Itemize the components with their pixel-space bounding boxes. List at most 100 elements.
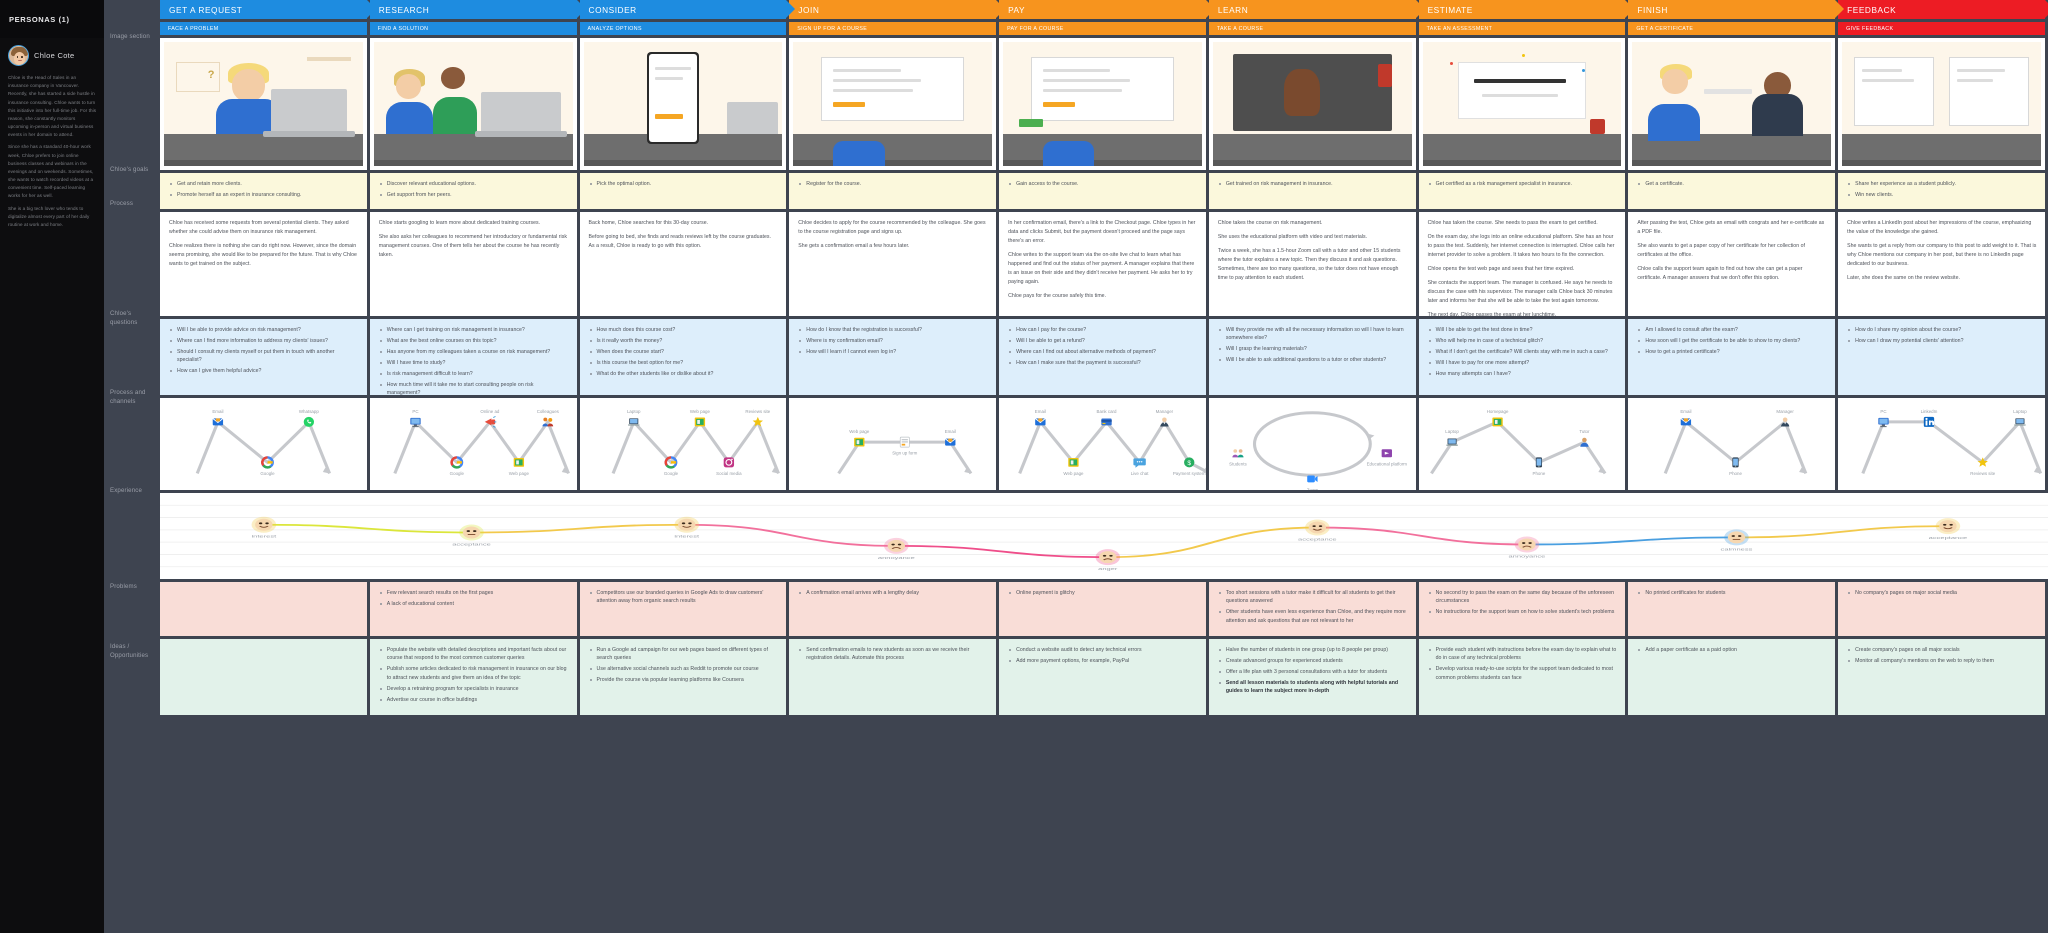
goal-cell[interactable]: Get certified as a risk management speci… — [1418, 173, 1626, 209]
process-cell[interactable]: Chloe takes the course on risk managemen… — [1208, 212, 1416, 316]
substage-chip-take-an-assessment[interactable]: TAKE AN ASSESSMENT — [1418, 22, 1626, 35]
illustration-cell[interactable] — [369, 38, 577, 170]
process-cell[interactable]: Chloe has taken the course. She needs to… — [1418, 212, 1626, 316]
substage-chip-face-a-problem[interactable]: FACE A PROBLEM — [160, 22, 367, 35]
goal-cell[interactable]: Get and retain more clients.Promote hers… — [160, 173, 367, 209]
stage-chip-learn[interactable]: LEARN — [1208, 0, 1425, 19]
question-cell[interactable]: How do I know that the registration is s… — [789, 319, 997, 395]
channel-label: PC — [412, 409, 418, 414]
idea-cell[interactable]: Conduct a website audit to detect any te… — [999, 639, 1206, 715]
stage-chip-consider[interactable]: CONSIDER — [579, 0, 796, 19]
problem-cell[interactable]: No second try to pass the exam on the sa… — [1418, 582, 1626, 636]
idea-cell[interactable]: Halve the number of students in one grou… — [1208, 639, 1416, 715]
stage-chip-get-a-request[interactable]: GET A REQUEST — [160, 0, 376, 19]
process-cell[interactable]: Chloe has received some requests from se… — [160, 212, 367, 316]
question-item: Will I be able to get a refund? — [1008, 337, 1198, 345]
idea-item: Create advanced groups for experienced s… — [1218, 657, 1408, 665]
goal-cell[interactable]: Get a certificate. — [1628, 173, 1836, 209]
process-paragraph: Chloe decides to apply for the course re… — [798, 220, 986, 235]
process-cell[interactable]: After passing the test, Chloe gets an em… — [1628, 212, 1836, 316]
process-cell[interactable]: Chloe starts googling to learn more abou… — [369, 212, 577, 316]
stage-chip-feedback[interactable]: FEEDBACK — [1838, 0, 2048, 19]
persona-card[interactable]: Chloe Cote Chloe is the Head of Sales in… — [0, 38, 104, 229]
substage-chip-take-a-course[interactable]: TAKE A COURSE — [1208, 22, 1416, 35]
illustration-social-icon — [1842, 42, 2041, 166]
substage-chip-pay-for-a-course[interactable]: PAY FOR A COURSE — [999, 22, 1206, 35]
phone-icon — [1732, 457, 1739, 468]
problem-cell[interactable]: Online payment is glitchy — [999, 582, 1206, 636]
idea-cell[interactable]: Create company's pages on all major soci… — [1838, 639, 2045, 715]
channel-label: Homepage — [1486, 409, 1508, 414]
idea-cell[interactable] — [160, 639, 367, 715]
problem-cell[interactable]: No printed certificates for students — [1628, 582, 1836, 636]
goal-cell[interactable]: Gain access to the course. — [999, 173, 1206, 209]
problem-cell[interactable]: Competitors use our branded queries in G… — [579, 582, 787, 636]
idea-cell[interactable]: Populate the website with detailed descr… — [369, 639, 577, 715]
substage-chip-analyze-options[interactable]: ANALYZE OPTIONS — [579, 22, 787, 35]
process-cell[interactable]: Back home, Chloe searches for this 30-da… — [579, 212, 787, 316]
illustration-cell[interactable] — [1418, 38, 1626, 170]
illustration-cell[interactable] — [579, 38, 787, 170]
goal-cell[interactable]: Discover relevant educational options.Ge… — [369, 173, 577, 209]
question-cell[interactable]: Am I allowed to consult after the exam?H… — [1628, 319, 1836, 395]
goal-cell[interactable]: Get trained on risk management in insura… — [1208, 173, 1416, 209]
process-cell[interactable]: Chloe decides to apply for the course re… — [789, 212, 997, 316]
question-item: Will I be able to ask additional questio… — [1218, 356, 1408, 364]
problem-cell[interactable]: No company's pages on major social media — [1838, 582, 2045, 636]
goal-cell[interactable]: Pick the optimal option. — [579, 173, 787, 209]
substage-chip-get-a-certificate[interactable]: GET A CERTIFICATE — [1628, 22, 1836, 35]
idea-list: Run a Google ad campaign for our web pag… — [589, 646, 779, 685]
problem-cell[interactable]: A confirmation email arrives with a leng… — [789, 582, 997, 636]
question-cell[interactable]: How do I share my opinion about the cour… — [1838, 319, 2045, 395]
stage-chip-pay[interactable]: PAY — [999, 0, 1215, 19]
process-cell[interactable]: Chloe writes a LinkedIn post about her i… — [1838, 212, 2045, 316]
illustration-cell[interactable] — [1628, 38, 1836, 170]
question-cell[interactable]: Will I be able to get the test done in t… — [1418, 319, 1626, 395]
idea-cell[interactable]: Provide each student with instructions b… — [1418, 639, 1626, 715]
problem-cell[interactable]: Few relevant search results on the first… — [369, 582, 577, 636]
emotion-marker-estimate: annoyance — [1508, 536, 1546, 559]
stage-chip-finish[interactable]: FINISH — [1628, 0, 1845, 19]
idea-cell[interactable]: Send confirmation emails to new students… — [789, 639, 997, 715]
stage-chip-join[interactable]: JOIN — [789, 0, 1006, 19]
illustration-cell[interactable] — [1838, 38, 2045, 170]
substage-chip-give-feedback[interactable]: GIVE FEEDBACK — [1838, 22, 2045, 35]
question-item: How do I know that the registration is s… — [798, 326, 988, 334]
question-cell[interactable]: Will they provide me with all the necess… — [1208, 319, 1416, 395]
illustration-cell[interactable]: ? — [160, 38, 367, 170]
stage-chip-research[interactable]: RESEARCH — [369, 0, 586, 19]
substage-chip-sign-up-for-a-course[interactable]: SIGN UP FOR A COURSE — [789, 22, 997, 35]
question-cell[interactable]: How much does this course cost?Is it rea… — [579, 319, 787, 395]
substage-chip-find-a-solution[interactable]: FIND A SOLUTION — [369, 22, 577, 35]
problem-cell[interactable] — [160, 582, 367, 636]
problem-cell[interactable]: Too short sessions with a tutor make it … — [1208, 582, 1416, 636]
illustration-cell[interactable] — [789, 38, 997, 170]
question-cell[interactable]: Will I be able to provide advice on risk… — [160, 319, 367, 395]
idea-cell[interactable]: Run a Google ad campaign for our web pag… — [579, 639, 787, 715]
question-item: Where can I get training on risk managem… — [379, 326, 569, 334]
process-cell[interactable]: In her confirmation email, there's a lin… — [999, 212, 1206, 316]
goal-cell[interactable]: Register for the course. — [789, 173, 997, 209]
channel-label: PC — [1881, 409, 1887, 414]
goal-cell[interactable]: Share her experience as a student public… — [1838, 173, 2045, 209]
idea-cell[interactable]: Add a paper certificate as a paid option — [1628, 639, 1836, 715]
avatar — [8, 45, 29, 66]
question-cell[interactable]: How can I pay for the course?Will I be a… — [999, 319, 1206, 395]
stage-chip-estimate[interactable]: ESTIMATE — [1418, 0, 1635, 19]
question-cell[interactable]: Where can I get training on risk managem… — [369, 319, 577, 395]
svg-text:$: $ — [1187, 460, 1191, 467]
illustration-cell[interactable] — [1208, 38, 1416, 170]
illustration-cell[interactable] — [999, 38, 1206, 170]
